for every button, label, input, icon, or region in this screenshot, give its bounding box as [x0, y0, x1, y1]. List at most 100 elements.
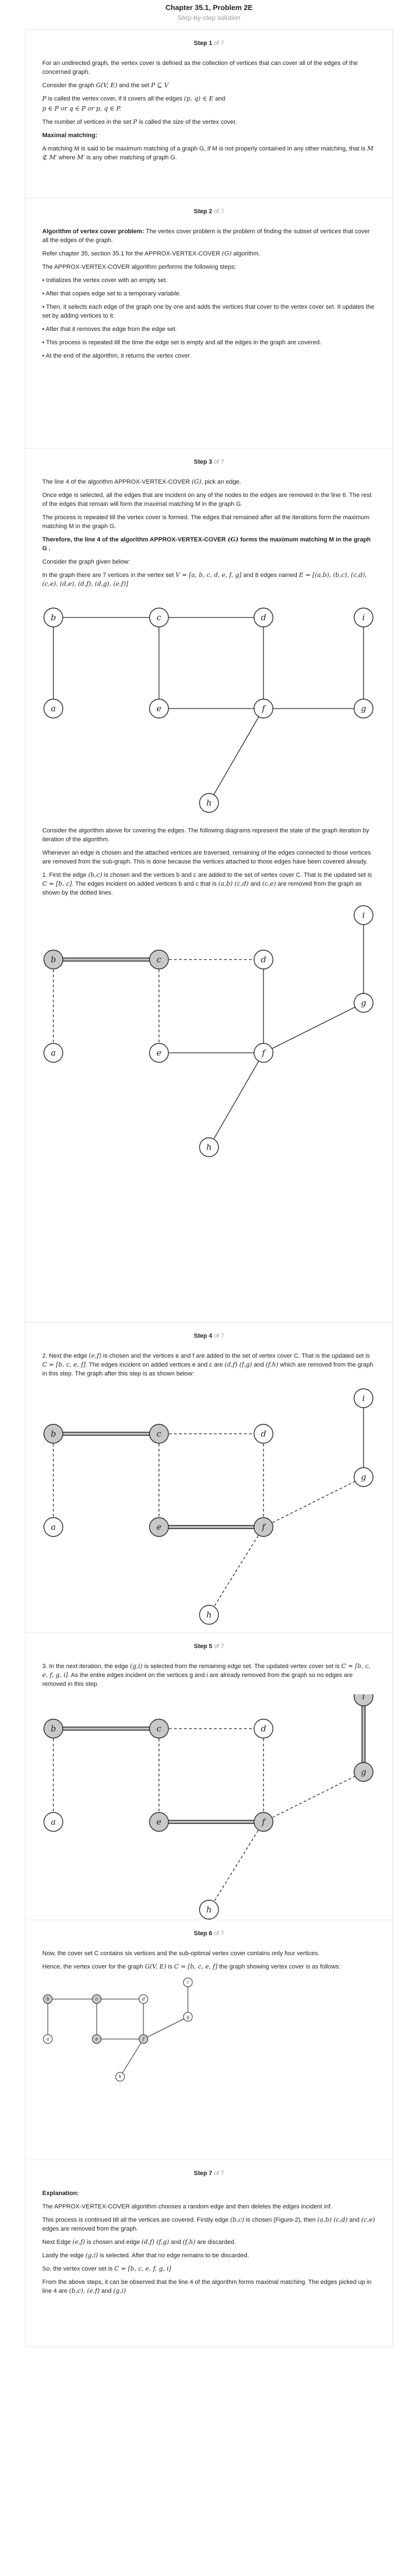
svg-text:i: i [362, 1694, 365, 1701]
svg-text:i: i [187, 1980, 189, 1985]
svg-text:e: e [157, 1522, 162, 1532]
s3-p7: Consider the algorithm above for coverin… [42, 827, 370, 843]
s7-heading: Explanation: [42, 2190, 79, 2197]
s3-p5: Consider the graph given below: [42, 559, 130, 565]
step-5-header: Step 5 of 7 [193, 1643, 225, 1650]
svg-text:d: d [261, 612, 266, 622]
svg-text:e: e [157, 1817, 162, 1827]
step-4: Step 4 of 7 2. Next the edge (e,f) is ch… [26, 1322, 392, 1633]
svg-text:b: b [51, 612, 56, 622]
step-1-header: Step 1 of 7 [193, 40, 225, 47]
svg-text:a: a [51, 1817, 56, 1827]
s5-p1: 3. In the next iteration, the edge (g,i)… [42, 1663, 371, 1688]
s7-p1: The APPROX-VERTEX-COVER algorithm choose… [42, 2203, 332, 2210]
s7-p2: This process is continued till all the v… [42, 2216, 375, 2232]
s1-p6: A matching M is said to be maximum match… [42, 145, 374, 161]
step-3-header: Step 3 of 7 [193, 459, 225, 465]
step-1: Step 1 of 7 For an undirected graph, the… [26, 30, 392, 198]
step-2: Step 2 of 7 Algorithm of vertex cover pr… [26, 198, 392, 448]
svg-text:b: b [51, 1724, 56, 1734]
svg-text:d: d [261, 1429, 266, 1439]
s1-p1: For an undirected graph, the vertex cove… [42, 60, 358, 76]
svg-text:e: e [157, 1048, 162, 1058]
graph-diagram-iteration-2: b c d i a e f g h [43, 1388, 374, 1625]
svg-text:a: a [47, 2037, 49, 2042]
page-title: Chapter 35.1, Problem 2E [165, 3, 253, 12]
svg-text:g: g [186, 2015, 189, 2020]
s1-p5: The number of vertices in the set P is c… [42, 118, 237, 125]
s6-p2: Hence, the vertex cover for the graph G(… [42, 1963, 341, 1970]
svg-text:b: b [51, 1429, 56, 1439]
svg-text:h: h [206, 1905, 212, 1915]
step-2-header: Step 2 of 7 [193, 208, 225, 215]
s7-p4: Lastly the edge (g,i) is selected. After… [42, 2252, 249, 2259]
svg-text:f: f [261, 1048, 266, 1058]
graph-edges [53, 915, 364, 1148]
svg-text:h: h [206, 1610, 212, 1620]
s3-p1: The line 4 of the algorithm APPROX-VERTE… [42, 478, 241, 485]
graph-nodes: b c d i a e f g h [43, 1388, 374, 1625]
svg-text:c: c [96, 1997, 98, 2002]
s1-p3: P is called the vertex cover, if it cove… [42, 95, 226, 102]
s2-b6: • At the end of the algorithm, it return… [42, 353, 191, 359]
s3-p8: Whenever an edge is chosen and the attac… [42, 850, 371, 865]
svg-text:f: f [261, 704, 266, 714]
graph-nodes: b c d i a e f g h [43, 1977, 193, 2082]
svg-text:c: c [157, 955, 162, 965]
graph-diagram-iteration-1: b c d i a e f g h [43, 905, 374, 1157]
graph-nodes: b c d i a e f g h [43, 905, 374, 1157]
svg-text:f: f [142, 2037, 146, 2042]
graph-diagram-initial: b c d i a e f g h [43, 607, 374, 813]
svg-text:h: h [206, 798, 212, 808]
svg-text:h: h [118, 2075, 121, 2080]
graph-nodes: b c d i a e f g h [43, 607, 374, 813]
step-5: Step 5 of 7 3. In the next iteration, th… [26, 1633, 392, 1920]
s3-p9: 1. First the edge (b,c) is chosen and th… [42, 871, 372, 896]
s1-p2: Consider the graph G(V, E) and the set P… [42, 82, 169, 89]
svg-text:a: a [51, 1048, 56, 1058]
svg-text:g: g [361, 1767, 366, 1777]
svg-text:g: g [361, 998, 366, 1008]
svg-text:c: c [157, 1429, 162, 1439]
s2-b1: • Initializes the vertex cover with an e… [42, 277, 168, 284]
graph-edges [53, 1694, 366, 1910]
svg-text:b: b [51, 955, 56, 965]
graph-diagram-iteration-3: b c d i a e f g h [43, 1694, 374, 1920]
svg-text:e: e [96, 2037, 98, 2042]
step-4-header: Step 4 of 7 [193, 1333, 225, 1339]
graph-edges [47, 1981, 188, 2077]
svg-text:g: g [361, 1472, 366, 1482]
s2-p1: Algorithm of vertex cover problem: The v… [42, 228, 370, 244]
svg-text:i: i [362, 910, 365, 920]
svg-text:a: a [51, 1522, 56, 1532]
s2-b2: • After that copies edge set to a tempor… [42, 290, 181, 297]
step-6: Step 6 of 7 Now, the cover set C contain… [26, 1920, 392, 2160]
s4-p1: 2. Next the edge (e,f) is chosen and the… [42, 1352, 374, 1377]
svg-text:d: d [261, 1724, 266, 1734]
s3-p4: Therefore, the line 4 of the algorithm A… [42, 536, 371, 552]
s2-p2: Refer chapter 35, section 35.1 for the A… [42, 250, 260, 257]
svg-text:f: f [261, 1522, 266, 1532]
graph-edges [53, 617, 364, 804]
s2-p3: The APPROX-VERTEX-COVER algorithm perfor… [42, 264, 236, 270]
s1-heading: Maximal matching: [42, 132, 98, 139]
s3-p6: In the graph there are 7 vertices in the… [42, 571, 367, 587]
svg-text:i: i [362, 612, 365, 622]
page-subtitle: Step-by-step solution [177, 14, 241, 22]
s2-b3: • Then, it selects each edge of the grap… [42, 304, 375, 319]
graph-diagram-vertex-cover: b c d i a e f g h [43, 1977, 193, 2082]
svg-text:e: e [157, 704, 162, 714]
svg-text:a: a [51, 704, 56, 714]
s1-p4: p ∈ P or q ∈ P or p, q ∈ P. [42, 105, 121, 112]
svg-text:g: g [361, 704, 366, 714]
s7-p5: So, the vertex cover set is C = [b, c, e… [42, 2265, 171, 2272]
svg-text:c: c [157, 612, 162, 622]
s3-p2: Once edge is selected, all the edges tha… [42, 492, 372, 508]
svg-text:h: h [206, 1142, 212, 1152]
svg-text:c: c [157, 1724, 162, 1734]
s2-b5: • This process is repeated till the time… [42, 339, 321, 346]
step-7-header: Step 7 of 7 [193, 2170, 225, 2177]
graph-edges [53, 1389, 364, 1615]
svg-text:b: b [46, 1997, 49, 2002]
s7-p6: From the above steps, it can be observed… [42, 2279, 372, 2294]
